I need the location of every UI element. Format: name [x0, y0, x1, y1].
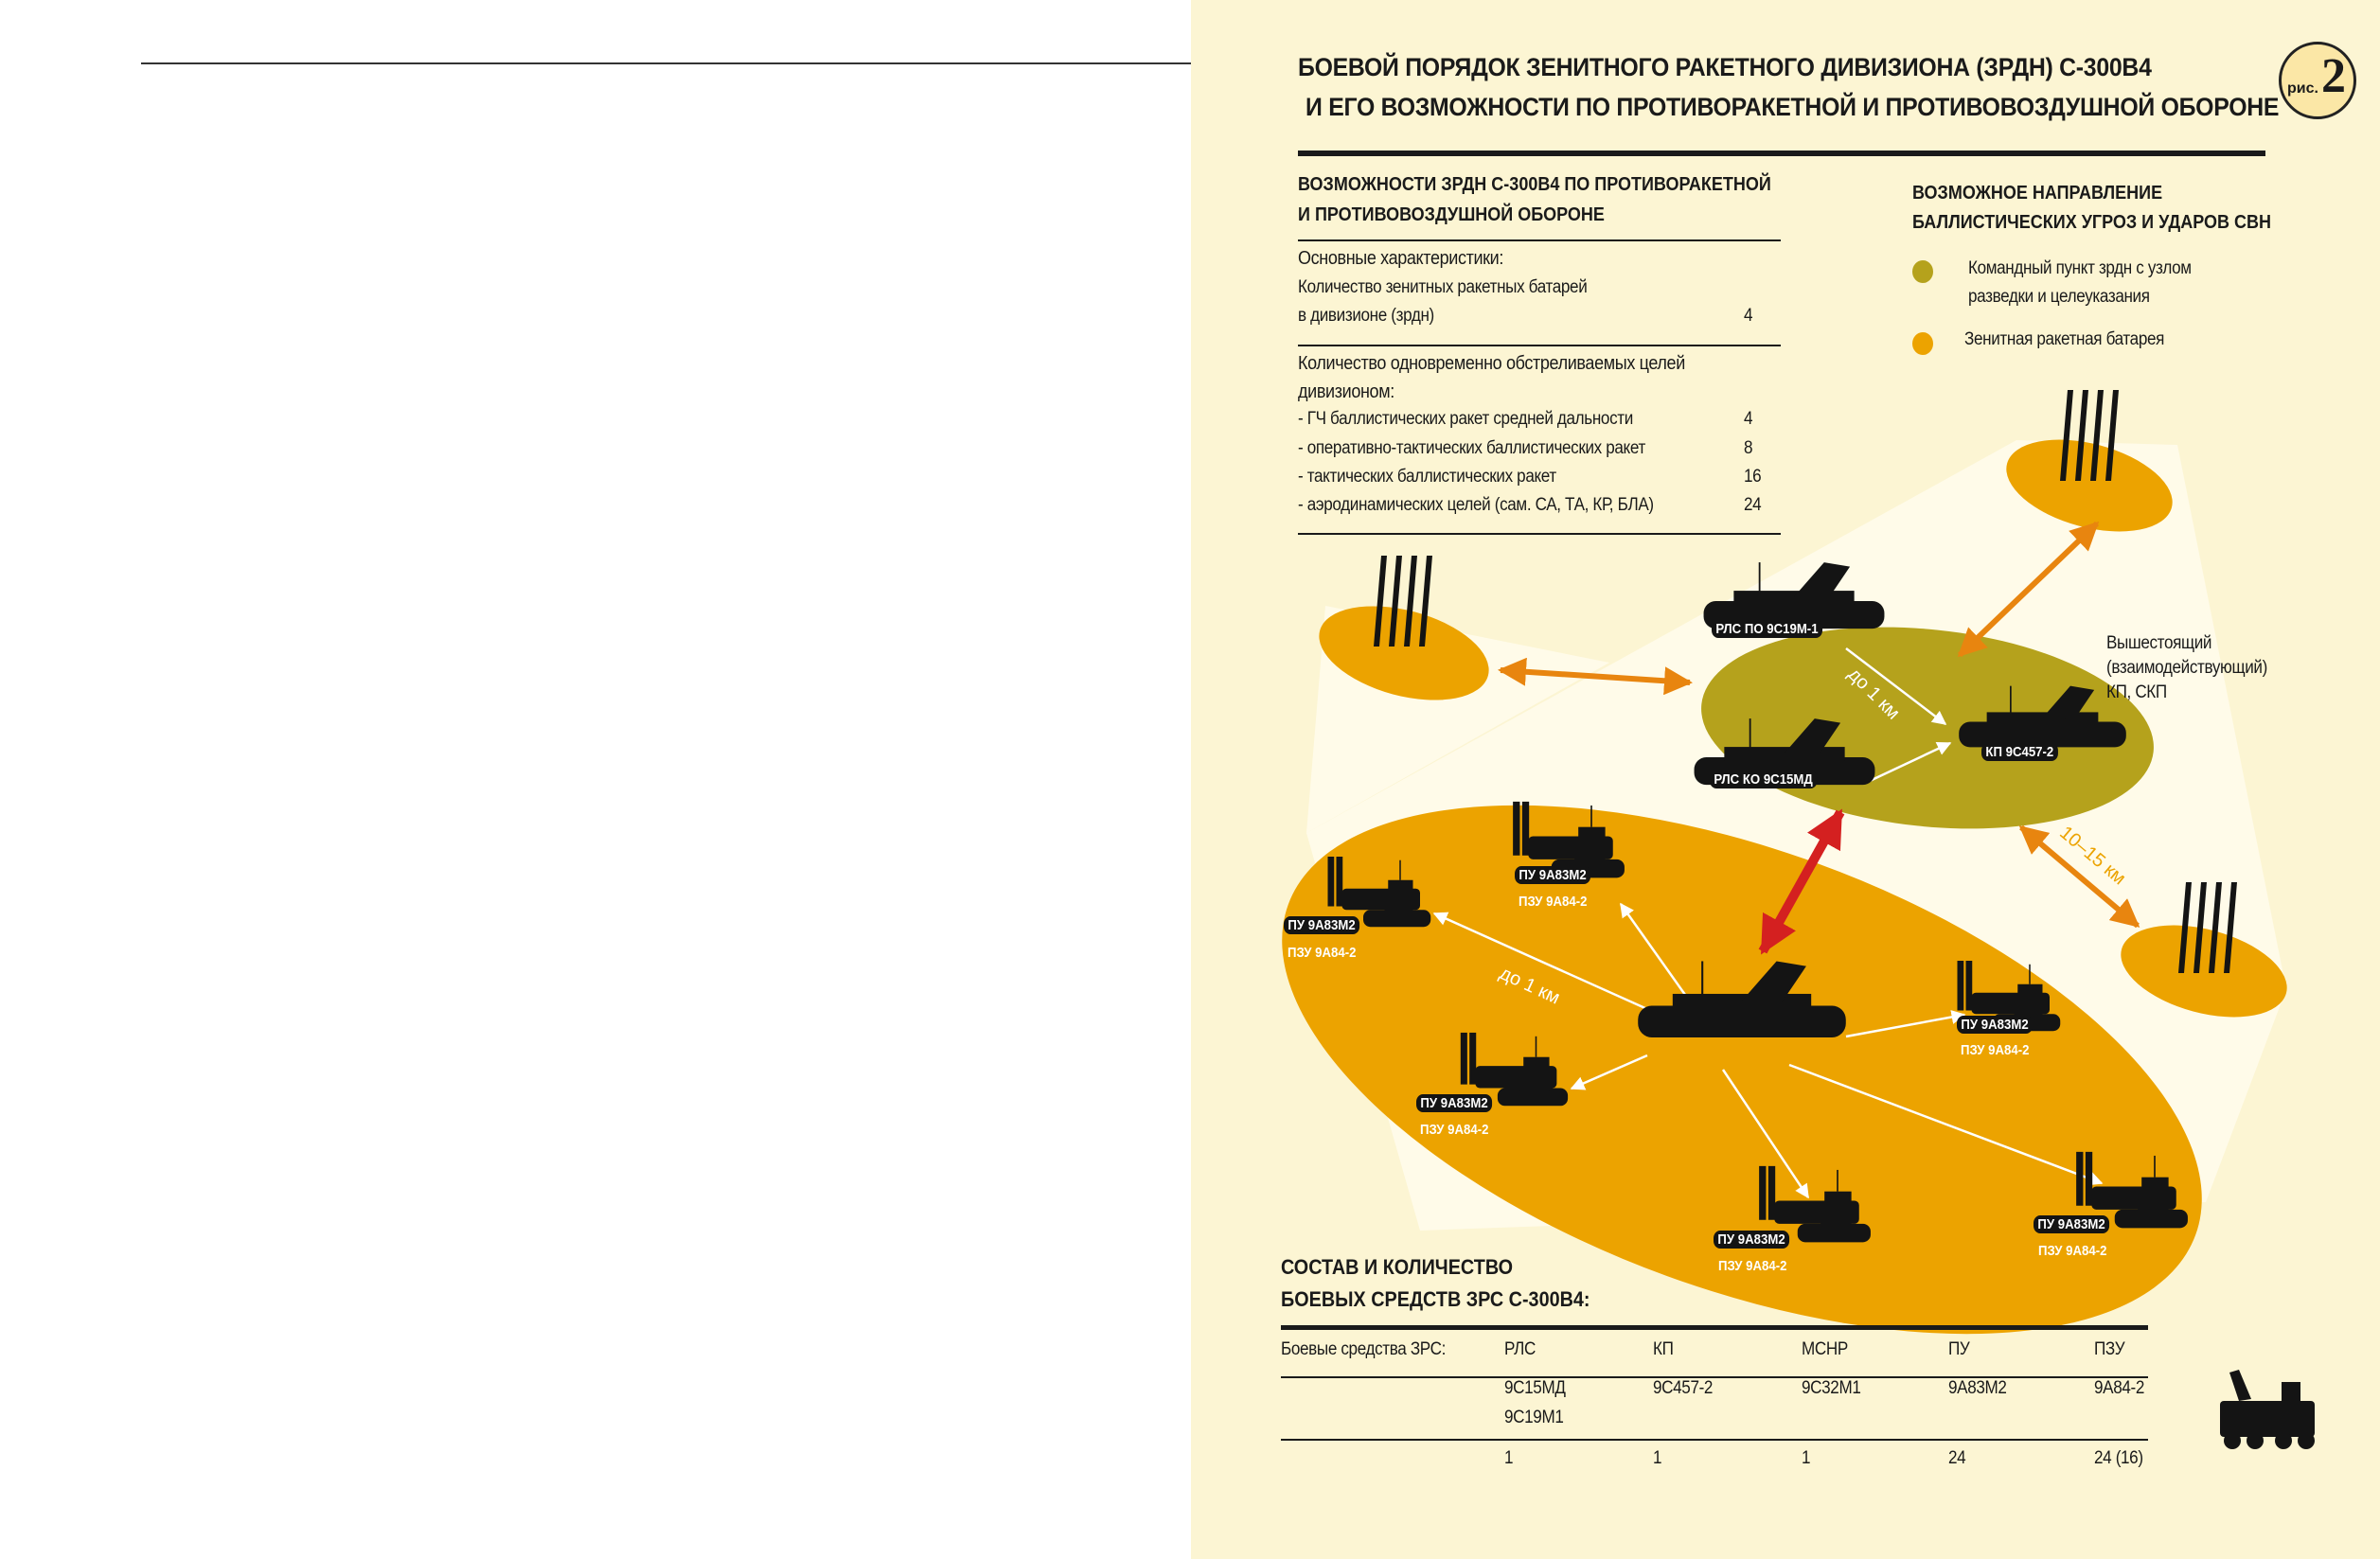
column-count: 24 [1948, 1448, 1966, 1468]
target-row-label: - оперативно-тактических баллистических … [1298, 438, 1645, 458]
legend-orange-dot [1912, 332, 1933, 355]
arrow [1788, 1063, 2104, 1186]
target-row-value: 8 [1744, 438, 1753, 458]
column-type: РЛС [1504, 1339, 1536, 1359]
arrow [1869, 741, 1952, 783]
table-row-label: Боевые средства ЗРС: [1281, 1339, 1447, 1359]
batteries-label-1: Количество зенитных ракетных батарей [1298, 277, 1588, 297]
targets-label-2: дивизионом: [1298, 381, 1394, 402]
higher-cp-label: КП, СКП [2106, 682, 2167, 702]
arrow [1845, 1010, 1966, 1038]
air-defense-truck-icon [2220, 1370, 2315, 1449]
main-characteristics-label: Основные характеристики: [1298, 248, 1504, 269]
divider [1298, 239, 1781, 241]
arrow [1845, 647, 1947, 725]
loader-label: ПЗУ 9А84-2 [1961, 1042, 2030, 1058]
batteries-label-2: в дивизионе (зрдн) [1298, 306, 1434, 326]
legend-item-label: разведки и целеуказания [1968, 287, 2150, 307]
arrow [1619, 902, 1696, 1009]
page-top-rule [141, 62, 1191, 64]
neighbor-battery-right [2121, 925, 2287, 1018]
neighbor-battery-top [2006, 439, 2173, 532]
target-row-value: 16 [1744, 467, 1762, 487]
composition-heading-2: боевых средств ЗРС С-300В4: [1281, 1287, 1590, 1311]
loader-label: ПЗУ 9А84-2 [1718, 1258, 1787, 1274]
loader-label: ПЗУ 9А84-2 [1519, 894, 1588, 910]
title-rule [1298, 151, 2265, 156]
column-model: 9С32М1 [1802, 1378, 1861, 1398]
launcher-label: ПУ 9А83М2 [1957, 1016, 2034, 1034]
column-model: 9А84-2 [2094, 1378, 2144, 1398]
target-row-label: - тактических баллистических ракет [1298, 467, 1556, 487]
capabilities-heading-2: и противовоздушной обороне [1298, 204, 1605, 225]
arrow [1570, 1054, 1648, 1090]
figure-badge: рис. 2 [2279, 42, 2356, 119]
loader-label: ПЗУ 9А84-2 [1420, 1122, 1489, 1138]
targets-label-1: Количество одновременно обстреливаемых ц… [1298, 353, 1685, 374]
target-row-label: - аэродинамических целей (сам. СА, ТА, К… [1298, 495, 1654, 515]
radar-ko-label: РЛС КО 9С15МД [1710, 771, 1818, 788]
arrow [1721, 1069, 1810, 1199]
launcher-label: ПУ 9А83М2 [2034, 1215, 2110, 1233]
table-top-rule [1281, 1325, 2148, 1330]
column-type: КП [1653, 1339, 1674, 1359]
divider [1298, 345, 1781, 346]
column-model: 9С457-2 [1653, 1378, 1714, 1398]
legend-heading-1: Возможное направление [1912, 183, 2163, 204]
column-type: МСНР [1802, 1339, 1848, 1359]
title-line-2: и его возможности по противоракетной и п… [1305, 93, 2280, 121]
badge-number: 2 [2321, 49, 2346, 103]
neighbor-battery-left [1319, 606, 1489, 700]
column-model: 9С19М1 [1504, 1408, 1564, 1427]
arrow [1432, 912, 1667, 1019]
capabilities-heading-1: Возможности зрдн С-300В4 по противоракет… [1298, 174, 1771, 195]
loader-label: ПЗУ 9А84-2 [2038, 1243, 2107, 1259]
command-post-label: КП 9С457-2 [1981, 743, 2058, 761]
legend-item-label: Командный пункт зрдн с узлом [1968, 258, 2192, 278]
column-model: 9А83М2 [1948, 1378, 2007, 1398]
title-line-1: Боевой порядок зенитного ракетного дивиз… [1298, 53, 2152, 81]
column-count: 1 [1504, 1448, 1514, 1468]
legend-heading-2: баллистических угроз и ударов СВН [1912, 212, 2271, 233]
loader-label: ПЗУ 9А84-2 [1288, 945, 1357, 961]
launcher-label: ПУ 9А83М2 [1714, 1231, 1790, 1249]
battery-zone [1282, 805, 2202, 1335]
higher-cp-label: (взаимодействующий) [2106, 658, 2267, 678]
legend-item-label: Зенитная ракетная батарея [1964, 329, 2165, 349]
link-arrow [1957, 521, 2100, 658]
target-row-label: - ГЧ баллистических ракет средней дально… [1298, 409, 1633, 429]
composition-heading-1: Состав и количество [1281, 1255, 1514, 1279]
batteries-value: 4 [1744, 306, 1753, 326]
column-count: 1 [1802, 1448, 1811, 1468]
divider [1298, 533, 1781, 535]
radar-po-label: РЛС ПО 9С19М-1 [1712, 620, 1822, 638]
column-type: ПУ [1948, 1339, 1970, 1359]
column-count: 1 [1653, 1448, 1662, 1468]
higher-cp-label: Вышестоящий [2106, 633, 2212, 653]
table-rule [1281, 1376, 2148, 1378]
launcher-label: ПУ 9А83М2 [1284, 916, 1360, 934]
link-arrow [1498, 657, 1693, 696]
legend-olive-dot [1912, 260, 1933, 283]
target-row-value: 24 [1744, 495, 1762, 515]
badge-prefix: рис. [2287, 80, 2318, 97]
red-link-arrow [1758, 808, 1845, 955]
table-rule [1281, 1439, 2148, 1441]
launcher-label: ПУ 9А83М2 [1515, 866, 1591, 884]
launcher-label: ПУ 9А83М2 [1416, 1094, 1493, 1112]
column-type: ПЗУ [2094, 1339, 2125, 1359]
link-arrow [2018, 824, 2140, 929]
column-model: 9С15МД [1504, 1378, 1566, 1398]
target-row-value: 4 [1744, 409, 1753, 429]
column-count: 24 (16) [2094, 1448, 2143, 1468]
